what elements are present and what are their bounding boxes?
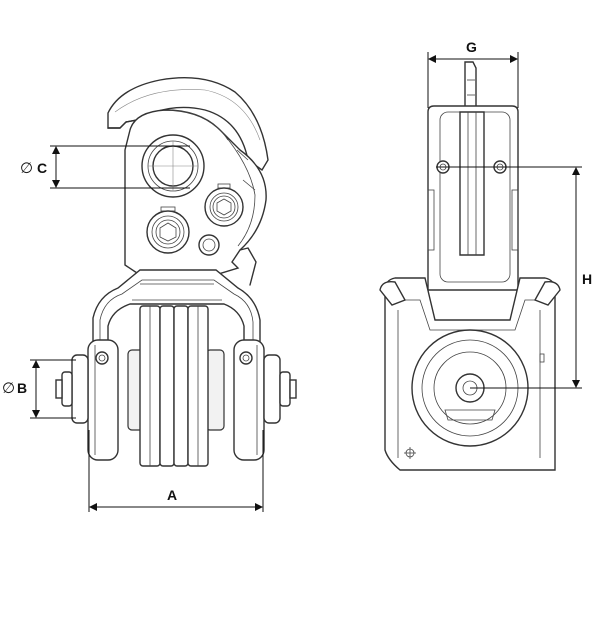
dimension-b-diameter: ∅ [2, 379, 15, 397]
dimension-c: ∅ C [20, 145, 190, 189]
dimension-b-label: B [17, 380, 27, 396]
dimension-g: G [427, 39, 519, 108]
bolt-upper [204, 183, 244, 227]
dimension-c-diameter: ∅ [20, 159, 33, 177]
plug [198, 234, 220, 256]
left-roller [71, 354, 89, 424]
bolt-lower [146, 206, 190, 254]
dimension-h-label: H [582, 271, 592, 287]
dimension-g-label: G [466, 39, 477, 55]
dimension-c-label: C [37, 160, 47, 176]
front-view [55, 77, 297, 467]
dimension-b: ∅ B [2, 359, 76, 419]
dimension-h: H [436, 166, 592, 389]
sheave-stack [127, 305, 225, 467]
side-view [379, 61, 561, 471]
right-roller [263, 354, 281, 424]
dimension-a-label: A [167, 487, 177, 503]
dimension-a: A [88, 430, 264, 512]
hook-plate [107, 77, 269, 172]
